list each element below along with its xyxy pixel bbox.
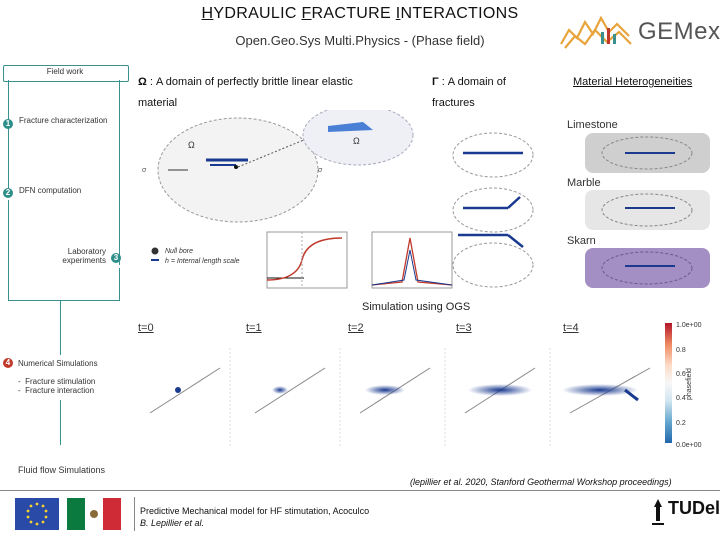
step-2-badge: 2 [3, 188, 13, 198]
time-label-0: t=0 [138, 322, 154, 334]
omega-line-1: Ω : A domain of perfectly brittle linear… [138, 76, 353, 88]
material-marble-label: Marble [567, 177, 601, 189]
step-4-text: Numerical Simulations [18, 359, 98, 368]
step-1-text: Fracture characterization [19, 116, 108, 125]
gamma-line-1: Γ : A domain of [432, 76, 506, 88]
workflow-mid-line [60, 300, 61, 355]
lab-legend-2: h = Internal length scale [165, 258, 240, 265]
workflow-join-line [8, 300, 120, 301]
title-rest-1: YDRAULIC [213, 5, 302, 22]
workflow-left-line [8, 80, 9, 188]
time-label-4: t=4 [563, 322, 579, 334]
lab-legend-1: Null bore [165, 248, 194, 255]
cbar-tick-2: 0.6 [676, 371, 686, 378]
title-rest-2: RACTURE [311, 5, 396, 22]
gamma-text-2: fractures [432, 97, 475, 109]
footer-line-2: B. Lepillier et al. [140, 518, 205, 528]
sim-bullet-2-text: Fracture interaction [25, 386, 95, 395]
time-label-3: t=3 [456, 322, 472, 334]
sim-bullet-2: - Fracture interaction [18, 386, 95, 395]
gamma-text-1: : A domain of [441, 76, 506, 88]
lab-experiment-plots [266, 231, 453, 289]
colorbar-label: phasefield [686, 368, 693, 400]
slide-title: HYDRAULIC FRACTURE INTERACTIONS [0, 5, 720, 23]
footer-divider [0, 490, 720, 491]
time-label-2: t=2 [348, 322, 364, 334]
omega-domain-diagram: Ω Ω σ σ [142, 110, 414, 223]
mexico-flag [67, 498, 121, 530]
workflow-right-line-2 [119, 268, 120, 300]
materials-title: Material Heterogeneities [573, 76, 693, 88]
cbar-tick-1: 0.8 [676, 347, 686, 354]
eu-flag [15, 498, 59, 530]
material-skarn-card [585, 248, 710, 288]
limestone-fracture-sketch [601, 136, 693, 170]
svg-text:σ: σ [318, 167, 323, 174]
phasefield-colorbar [665, 323, 672, 443]
step-1-badge: 1 [3, 119, 13, 129]
step-3-text: Laboratory experiments [62, 247, 106, 265]
workflow-left-line-2 [8, 200, 9, 300]
omega-symbol: Ω [138, 76, 147, 88]
simulation-title: Simulation using OGS [362, 301, 471, 313]
slide-subtitle: Open.Geo.Sys Multi.Physics - (Phase fiel… [235, 33, 485, 48]
field-work-label: Field work [46, 67, 84, 76]
material-skarn-label: Skarn [567, 235, 596, 247]
field-work-box [3, 65, 129, 82]
simulation-frames [149, 348, 651, 448]
step-4-badge: 4 [3, 358, 13, 368]
marble-fracture-sketch [601, 193, 693, 227]
citation: (lepillier et al. 2020, Stanford Geother… [410, 477, 672, 487]
gamma-symbol: Γ [432, 76, 439, 88]
svg-text:Ω: Ω [353, 136, 360, 146]
step-3-badge: 3 [111, 253, 121, 263]
material-marble-card [585, 190, 710, 230]
gemex-logo-text: GEMex [638, 18, 720, 45]
title-rest-3: NTERACTIONS [400, 5, 519, 22]
time-label-1: t=1 [246, 322, 262, 334]
cbar-tick-4: 0.2 [676, 420, 686, 427]
tudelft-logo-text: TUDelft [668, 498, 720, 518]
gemex-logo [560, 15, 632, 49]
sim-bullet-1: - Fracture stimulation [18, 377, 96, 386]
tudelft-flame-icon [652, 499, 664, 525]
gamma-fracture-diagrams [452, 132, 534, 288]
fluid-flow-label: Fluid flow Simulations [17, 465, 106, 475]
cbar-tick-5: 0.0e+00 [676, 442, 702, 449]
footer-separator [134, 497, 135, 531]
title-cap-3: I [395, 5, 401, 22]
workflow-right-line [119, 80, 120, 265]
lab-legend-markers [151, 247, 159, 261]
footer-line-1: Predictive Mechanical model for HF stimu… [140, 506, 370, 516]
step-2-text: DFN computation [19, 186, 82, 195]
material-limestone-label: Limestone [567, 119, 618, 131]
sim-bullet-1-text: Fracture stimulation [25, 377, 96, 386]
skarn-fracture-sketch [601, 251, 693, 285]
cbar-tick-0: 1.0e+00 [676, 322, 702, 329]
omega-text-2: material [138, 97, 178, 109]
workflow-down-line [60, 400, 61, 445]
svg-text:σ: σ [142, 167, 147, 174]
title-cap-1: H [201, 5, 214, 22]
svg-text:Ω: Ω [188, 140, 195, 150]
omega-text-1: : A domain of perfectly brittle linear e… [149, 76, 353, 88]
title-cap-2: F [301, 5, 312, 22]
cbar-tick-3: 0.4 [676, 395, 686, 402]
